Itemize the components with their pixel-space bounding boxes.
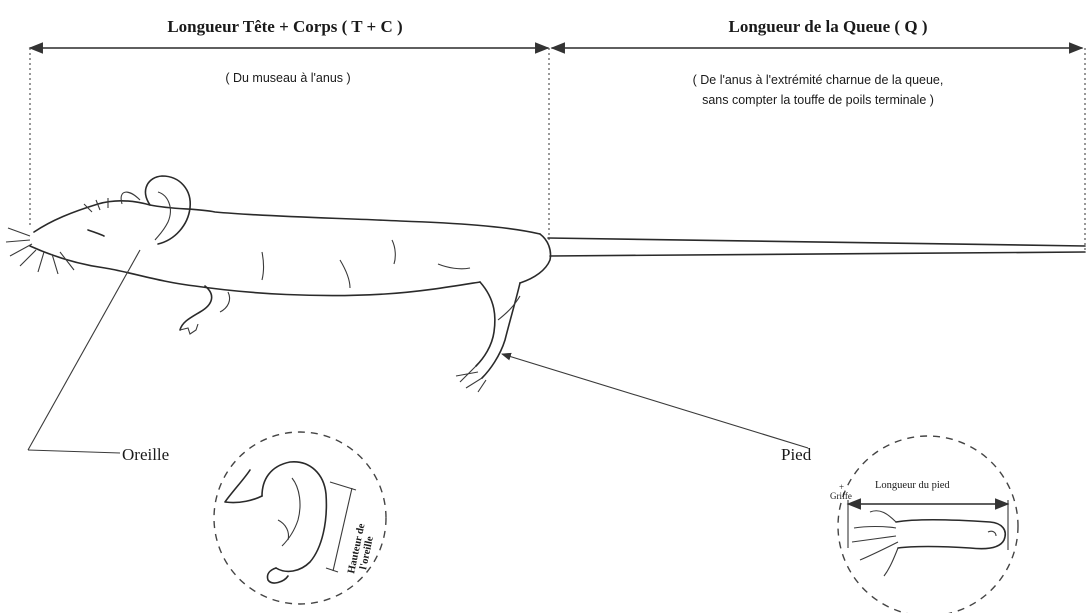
tail-note-line-2: sans compter la touffe de poils terminal… [702,93,934,107]
ear-leader-line [28,250,140,450]
tail-note-line-1: ( De l'anus à l'extrémité charnue de la … [693,73,944,87]
foot-label: Pied [781,445,812,464]
ear-leader-line-horizontal [28,450,120,453]
claw-label: Griffe [830,491,852,501]
foot-length-label: Longueur du pied [875,480,950,491]
head-body-length-title: Longueur Tête + Corps ( T + C ) [167,17,402,36]
rodent-illustration [6,176,1085,392]
foot-detail-inset: + Griffe Longueur du pied [830,436,1018,613]
tail-length-title: Longueur de la Queue ( Q ) [729,17,928,36]
foot-leader-arrow [502,354,808,448]
head-body-note: ( Du museau à l'anus ) [225,71,350,85]
ear-detail-inset: Hauteur de l'oreille [214,432,386,604]
ear-label: Oreille [122,445,169,464]
